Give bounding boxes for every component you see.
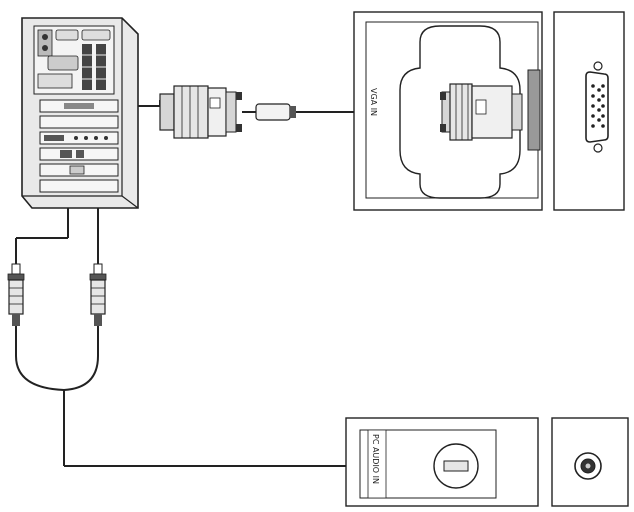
vga-connector-left xyxy=(159,85,242,139)
ferrite-left xyxy=(242,103,296,121)
vga-port-icon xyxy=(553,11,625,211)
audio-jack-icon xyxy=(551,417,629,507)
rca-plug-right xyxy=(89,263,107,326)
pc-audio-label: PC AUDIO IN xyxy=(371,434,380,484)
monitor-audio-panel: PC AUDIO IN xyxy=(345,417,539,507)
rca-plug-left xyxy=(7,263,25,326)
pc-tower xyxy=(21,17,139,209)
vga-port-label: VGA IN xyxy=(369,88,378,116)
monitor-vga-panel: VGA IN xyxy=(353,11,543,211)
vga-connector-right xyxy=(440,83,523,141)
